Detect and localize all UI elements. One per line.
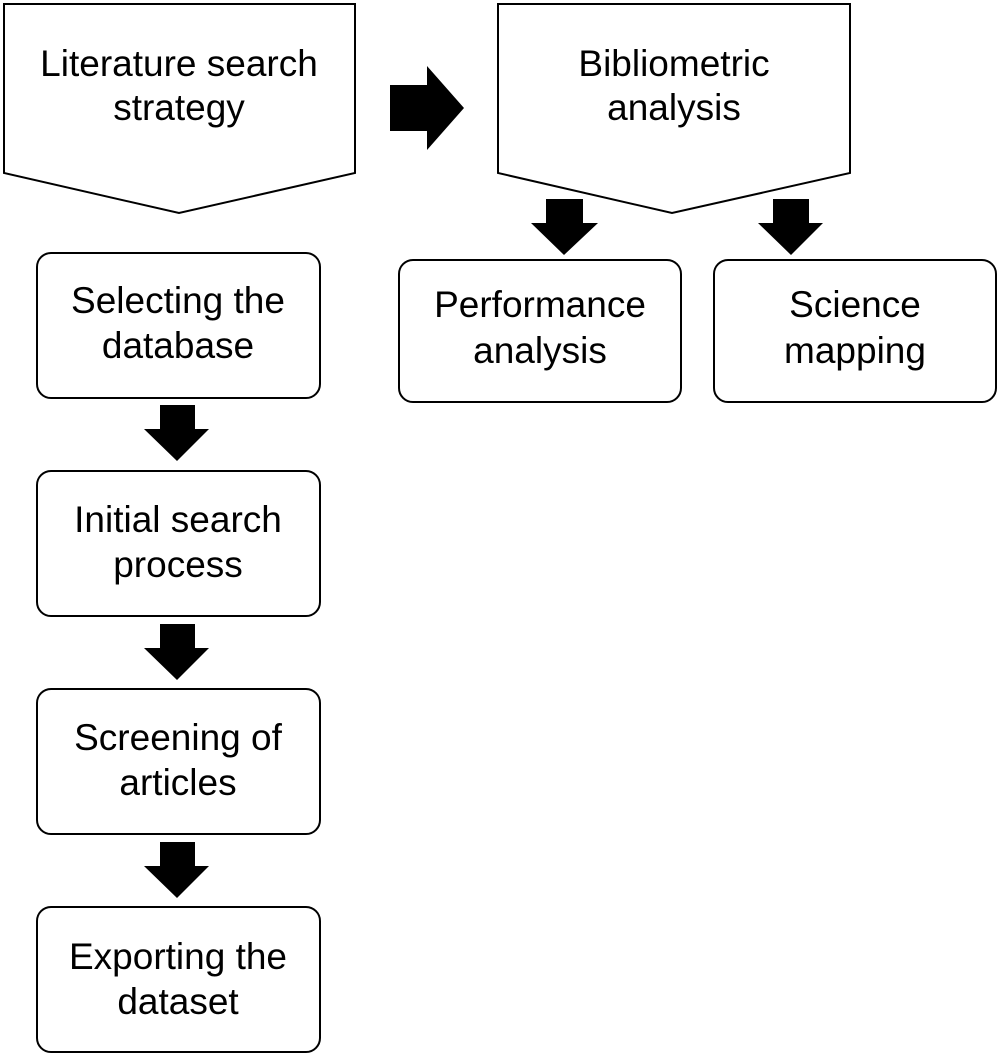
literature-search-strategy-shape [3,3,356,215]
bibliometric-analysis-shape [497,3,851,215]
literature-search-strategy-label-line1: Literature search [40,43,318,84]
selecting-database-label-line1: Selecting the [71,280,285,321]
right-arrow-icon [390,66,464,150]
screening-articles-label-line2: articles [119,762,236,803]
literature-search-strategy-node: Literature search strategy [3,3,356,215]
exporting-dataset-label-line2: dataset [117,981,239,1022]
selecting-database-node: Selecting the database [36,252,321,399]
selecting-database-box [36,252,321,399]
science-mapping-label-line1: Science [789,284,921,325]
screening-articles-box [36,688,321,835]
down-arrow-icon [144,842,209,898]
down-arrow-icon [144,624,209,680]
science-mapping-box [713,259,997,403]
performance-analysis-label-line2: analysis [473,330,607,371]
performance-analysis-node: Performance analysis [398,259,682,403]
initial-search-process-node: Initial search process [36,470,321,617]
bibliometric-analysis-label-line2: analysis [607,87,741,128]
bibliometric-analysis-label-line1: Bibliometric [578,43,769,84]
science-mapping-label-line2: mapping [784,330,926,371]
down-arrow-icon [758,199,823,255]
literature-search-strategy-label-line2: strategy [113,87,245,128]
initial-search-process-label-line1: Initial search [74,499,282,540]
screening-articles-node: Screening of articles [36,688,321,835]
screening-articles-label-line1: Screening of [74,717,282,758]
selecting-database-label-line2: database [102,325,254,366]
exporting-dataset-node: Exporting the dataset [36,906,321,1053]
bibliometric-analysis-node: Bibliometric analysis [497,3,851,215]
performance-analysis-label-line1: Performance [434,284,646,325]
science-mapping-node: Science mapping [713,259,997,403]
initial-search-process-box [36,470,321,617]
exporting-dataset-box [36,906,321,1053]
down-arrow-icon [531,199,598,255]
performance-analysis-box [398,259,682,403]
exporting-dataset-label-line1: Exporting the [69,936,287,977]
initial-search-process-label-line2: process [113,544,243,585]
down-arrow-icon [144,405,209,461]
